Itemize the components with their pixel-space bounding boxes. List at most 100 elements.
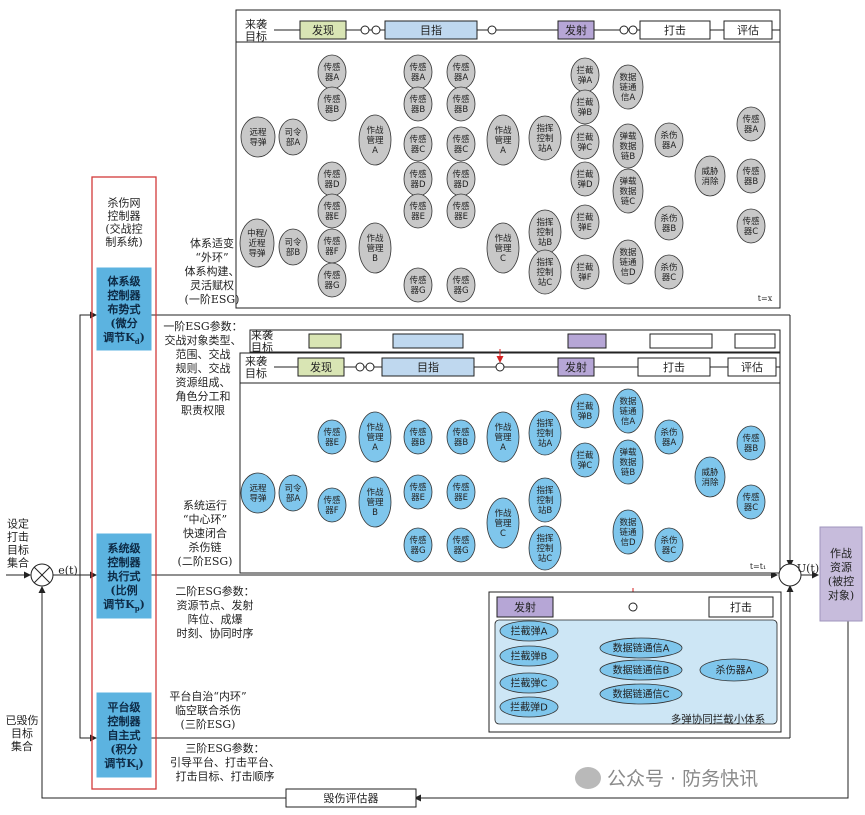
node-t-dl-b: 弹载数据链B xyxy=(612,123,644,169)
node-c-hq-a-shape xyxy=(278,474,308,512)
node-c-sensor-e3: 传感器E xyxy=(446,474,476,510)
timeline-center-node-260 xyxy=(495,362,505,372)
watermark-text: 公众号 · 防务快讯 xyxy=(607,768,759,790)
node-t-int-b: 拦截弹B xyxy=(570,89,600,125)
node-c-sensor-g3-label: 传感器G xyxy=(452,535,470,556)
node-t-dl-c: 弹载数据链C xyxy=(612,168,644,214)
node-t-int-c: 拦截弹C xyxy=(570,124,600,160)
node-hq-b-label: 司令部B xyxy=(284,237,302,258)
node-t-sensor-e1-label: 传感器E xyxy=(323,201,341,222)
node-c-out-sensor-b-label: 传感器B xyxy=(742,433,760,454)
labels: t=x来袭目标t=t₁发射打击多弹协同拦截小体系杀伤网控制器(交战控制系统)体系… xyxy=(6,195,855,804)
summing-x2 xyxy=(33,566,51,584)
set-targets-label: 设定打击目标集合 xyxy=(7,516,29,569)
node-t-cmd-a-label: 指挥控制站A xyxy=(536,123,554,154)
node-t-int-e-label: 拦截弹E xyxy=(576,212,594,233)
node-t-int-b-shape xyxy=(570,89,600,125)
node-t-sensor-g1-shape xyxy=(317,262,347,298)
node-c-sensor-b2-shape xyxy=(403,419,433,455)
timeline-outer-incoming-label: 来袭目标 xyxy=(245,17,267,43)
inner-killer-label: 杀伤器A xyxy=(716,664,753,677)
inner-interceptor-shape-2 xyxy=(499,672,559,694)
inner-killer-shape xyxy=(699,658,769,682)
node-t-sensor-f1-label: 传感器F xyxy=(323,236,341,257)
controller-red-frame xyxy=(91,176,157,790)
controller-title: 杀伤网控制器(交战控制系统) xyxy=(105,195,142,248)
inner-datalink-label-1: 数据链通信B xyxy=(613,664,670,677)
node-c-dl-d: 数据链通信D xyxy=(612,509,644,555)
node-c-cmd-b-label: 指挥控制站B xyxy=(536,485,554,516)
node-c-mgmt-c2-shape xyxy=(486,497,520,549)
feedback-to-sum xyxy=(38,586,286,799)
node-c-cmd-b: 指挥控制站B xyxy=(528,477,562,523)
node-remote-missile-label: 远程导弹 xyxy=(249,128,267,148)
node-c-dl-d-label: 数据链通信D xyxy=(619,517,637,548)
timeline-outer-node-136 xyxy=(371,25,381,35)
node-t-sensor-e2-label: 传感器E xyxy=(409,201,427,222)
node-t-sensor-d1-label: 传感器D xyxy=(323,169,341,190)
node-t-sensor-d2: 传感器D xyxy=(403,161,433,197)
node-c-cmd-c-shape xyxy=(528,525,562,571)
node-t-cmd-a-shape xyxy=(528,115,562,161)
node-c-sensor-f1-label: 传感器F xyxy=(323,495,341,516)
node-c-sensor-b3: 传感器B xyxy=(446,419,476,455)
node-c-sensor-b3-shape xyxy=(446,419,476,455)
node-c-dl-a: 数据链通信A xyxy=(612,388,644,434)
center-frame-back xyxy=(249,329,781,353)
node-t-out-sensor-a-shape xyxy=(736,106,766,142)
node-t-sensor-c3-label: 传感器C xyxy=(452,134,470,155)
inner-interceptor-2: 拦截弹C xyxy=(499,672,559,694)
node-c-kill-a: 杀伤器A xyxy=(654,419,684,455)
node-t-out-sensor-b: 传感器B xyxy=(736,158,766,194)
node-t-int-d-label: 拦截弹D xyxy=(576,169,594,190)
inner-interceptor-3: 拦截弹D xyxy=(499,696,559,718)
first-order-params: 一阶ESG参数：交战对象类型、范围、交战规则、交战资源组成、角色分工和职责权限 xyxy=(163,319,242,417)
node-t-sensor-d3: 传感器D xyxy=(446,161,476,197)
node-c-kill-a-label: 杀伤器A xyxy=(660,427,677,448)
node-t-sensor-a2: 传感器A xyxy=(403,54,433,90)
timeline-outer-node-125 xyxy=(360,25,370,35)
node-c-int-c-label: 拦截弹C xyxy=(576,450,594,471)
node-c-int-c: 拦截弹C xyxy=(570,442,600,478)
node-c-kill-c-shape xyxy=(654,527,684,563)
node-c-sensor-g3: 传感器G xyxy=(446,527,476,563)
timeline-center-launch-label: 发射 xyxy=(565,360,587,374)
system-controller-box xyxy=(96,267,152,351)
node-t-kill-a: 杀伤器A xyxy=(654,122,684,158)
wechat-icon xyxy=(575,766,601,789)
node-t-sensor-g1: 传感器G xyxy=(317,262,347,298)
timeline-outer-designate-label: 目指 xyxy=(420,23,442,37)
node-c-cmd-a: 指挥控制站A xyxy=(528,410,562,456)
second-order-params: 二阶ESG参数：资源节点、发射阵位、成爆时刻、协同时序 xyxy=(175,584,254,640)
node-t-sensor-c2-label: 传感器C xyxy=(409,134,427,155)
system-controller-label: 体系级控制器布势式(微分调节Kd) xyxy=(103,274,145,346)
timeline-center-strike-label: 打击 xyxy=(663,360,685,374)
timeline-outer-detect-label: 发现 xyxy=(312,23,334,37)
node-c-remote-missile-shape xyxy=(240,472,276,514)
error-to-platform xyxy=(79,575,97,742)
node-t-sensor-c2-shape xyxy=(403,126,433,162)
node-c-sensor-e1: 传感器E xyxy=(317,419,347,455)
node-t-sensor-e1: 传感器E xyxy=(317,193,347,229)
node-t-dl-a-shape xyxy=(612,64,644,110)
node-t-cmd-b-label: 指挥控制站B xyxy=(536,217,554,248)
node-mid-missile: 中程/近程导弹 xyxy=(239,218,275,268)
node-c-out-sensor-b-shape xyxy=(736,425,766,461)
node-t-sensor-g3-shape xyxy=(446,267,476,303)
third-order-params: 三阶ESG参数：引导平台、打击平台、打击目标、打击顺序 xyxy=(170,741,280,783)
node-c-sensor-f1: 传感器F xyxy=(317,487,347,523)
node-c-int-c-shape xyxy=(570,442,600,478)
node-c-int-b: 拦截弹B xyxy=(570,393,600,429)
inner-caption: 多弹协同拦截小体系 xyxy=(671,713,766,726)
node-t-sensor-d1: 传感器D xyxy=(317,161,347,197)
center-back-assess xyxy=(734,333,776,349)
node-c-dl-b: 弹载数据链B xyxy=(612,439,644,485)
timeline-center-assess-label: 评估 xyxy=(741,361,763,374)
